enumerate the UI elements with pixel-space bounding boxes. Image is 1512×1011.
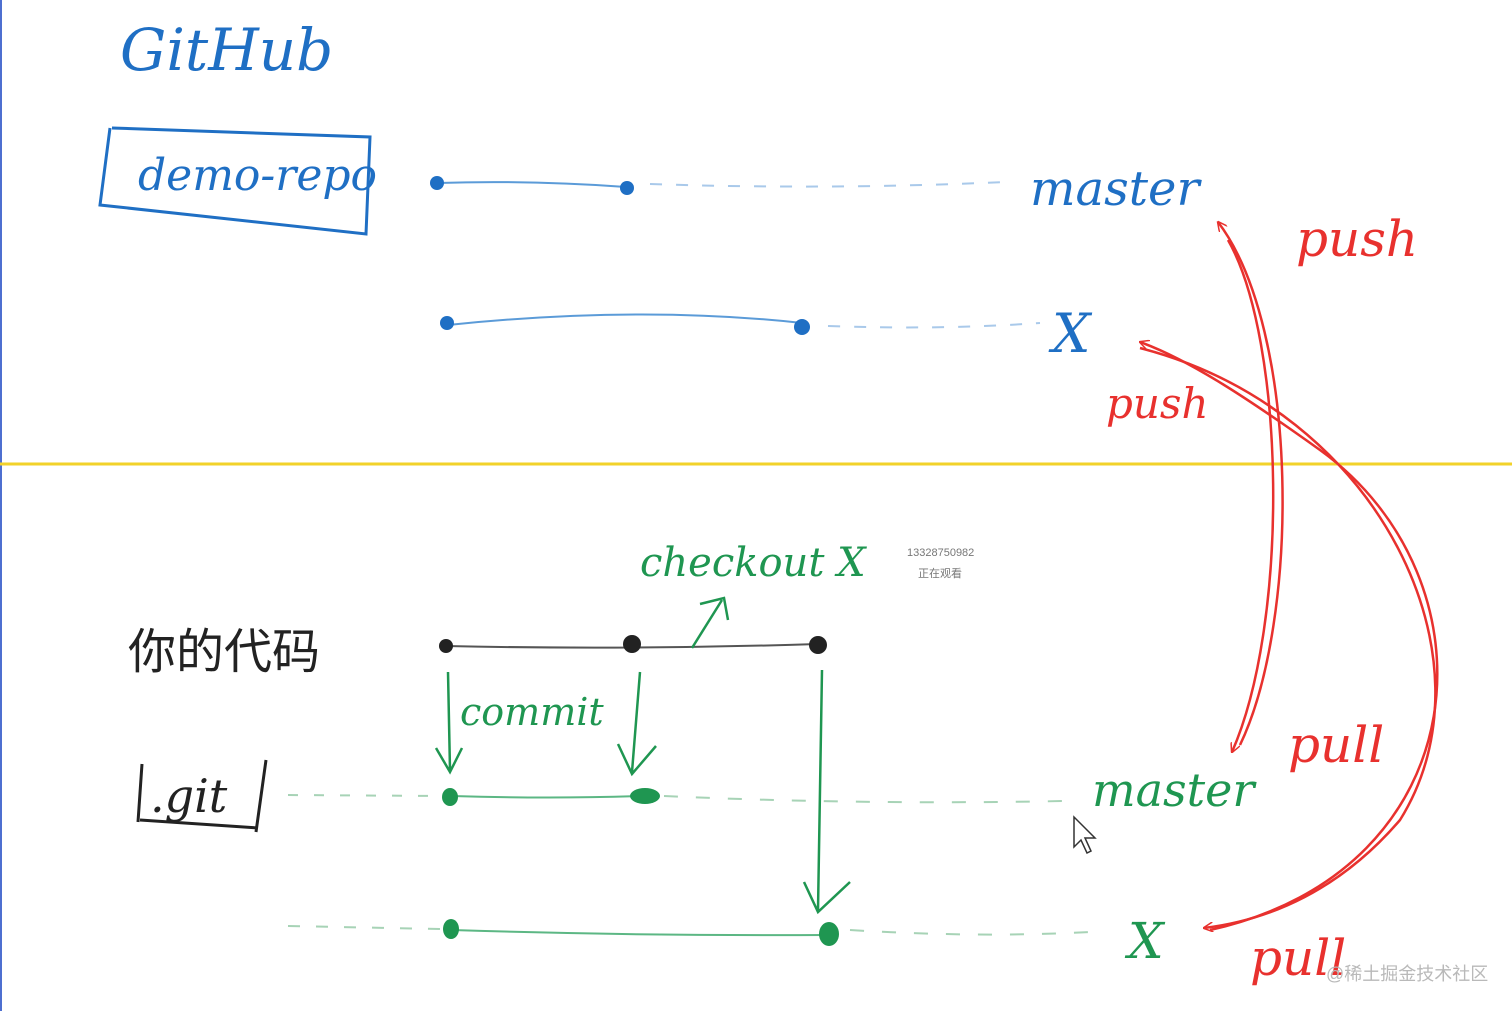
push-master-label: push [1296,210,1418,268]
local-master-commit-1 [442,788,458,806]
repo-label: demo-repo [138,150,377,201]
local-x-commit-2 [819,922,839,946]
pull-master-arrow [1226,239,1275,752]
remote-master-commit-1 [430,176,444,190]
local-master-dashed-left [287,794,441,797]
viewer-status: 正在观看 [918,566,962,580]
remote-branch-master: master [1030,161,1202,217]
local-x-dashed-right [849,929,1091,936]
remote-x-dashed [827,322,1041,329]
working-copy-label: 你的代码 [128,624,320,680]
commit-arrow-3 [802,669,851,915]
working-commit-1 [439,639,453,653]
local-x-line [451,929,827,937]
checkout-arrow [690,596,730,649]
commit-arrow-2 [616,671,657,777]
local-branch-x: X [1124,912,1166,970]
push-x-arrow [1140,342,1439,932]
local-branch-master: master [1092,763,1257,817]
local-x-dashed-left [287,925,441,930]
pull-master-label: pull [1288,716,1384,774]
local-master-dashed-right [663,795,1066,804]
remote-master-commit-2 [620,181,634,195]
commit-label: commit [460,690,604,734]
working-commit-3 [809,636,827,654]
git-label: .git [150,769,228,823]
remote-branch-x: X [1048,302,1093,365]
checkout-label: checkout X [640,540,867,586]
remote-x-line [447,313,803,326]
commit-arrow-1 [434,671,464,775]
working-commit-2 [623,635,641,653]
site-watermark: @稀土掘金技术社区 [1326,964,1488,984]
repo-box [98,126,372,236]
mouse-pointer-icon [1073,815,1097,855]
local-master-commit-2 [630,788,660,804]
push-x-label: push [1106,379,1209,428]
github-title: GitHub [120,16,333,84]
pull-x-label: pull [1250,929,1346,987]
pull-x-arrow [1139,346,1437,928]
push-master-arrow [1218,222,1284,746]
remote-master-line [437,181,627,188]
local-master-line [451,795,641,799]
remote-master-dashed [649,181,1006,188]
viewer-phone: 13328750982 [907,547,974,559]
local-x-commit-1 [443,919,459,939]
remote-x-commit-2 [794,319,810,335]
git-box [136,759,268,833]
remote-x-commit-1 [440,316,454,330]
